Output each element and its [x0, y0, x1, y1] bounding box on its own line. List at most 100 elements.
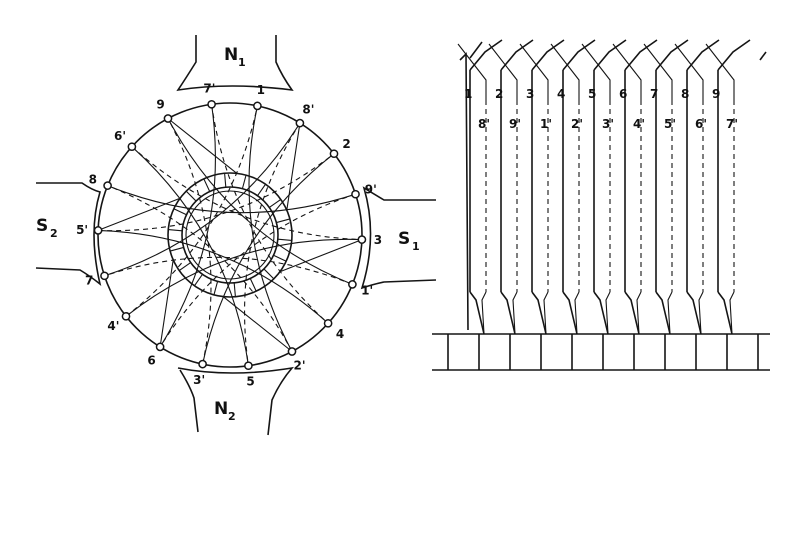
slot-label: 1: [257, 83, 265, 97]
developed-conductors: [457, 39, 767, 335]
coil-side-dashed: [159, 193, 356, 348]
developed-top-label: 8: [681, 87, 689, 101]
slot-label: 4': [107, 319, 119, 333]
commutator-segment-divider: [173, 208, 187, 216]
slot-label: 9: [156, 97, 164, 111]
coil-side-dashed: [98, 153, 335, 232]
armature-outer-circle: [97, 102, 363, 368]
coil-side-solid: [202, 153, 335, 365]
coil-side-dashed: [104, 256, 353, 285]
coil-side-solid: [125, 238, 362, 317]
commutator-segment-divider: [241, 174, 247, 189]
developed-bottom-label: 6': [695, 117, 707, 131]
commutator-segment-divider: [257, 183, 267, 196]
developed-bottom-label: 8': [478, 117, 490, 131]
pole-top-letter: N: [224, 45, 238, 65]
commutator-outer-ring: [167, 172, 293, 298]
end-connection: [279, 239, 363, 273]
slot-label: 5: [246, 375, 254, 389]
slot-terminal-marker: [295, 118, 305, 128]
coil-sides-solid: [97, 104, 363, 366]
slot-terminal-marker: [287, 347, 297, 356]
top-end-connection: [593, 39, 627, 71]
slot-terminal-marker: [348, 280, 357, 289]
commutator-segment-divider: [168, 229, 183, 232]
bottom-connection-dashed: [667, 291, 673, 335]
coil-side-dashed: [211, 104, 329, 324]
commutator-segments: [168, 173, 292, 297]
slot-terminal-marker: [127, 142, 137, 152]
slot-label: 7': [203, 81, 215, 95]
slot-label: 6: [147, 354, 155, 368]
coil-side-dashed: [244, 122, 301, 366]
top-end-connection: [655, 39, 689, 71]
developed-bottom-label: 3': [602, 117, 614, 131]
coil-side-solid: [131, 146, 249, 366]
slot-label: 8': [302, 103, 314, 117]
top-end-connection-return: [643, 43, 673, 100]
top-end-connection: [624, 39, 658, 71]
slot-terminal-marker: [323, 318, 333, 328]
slot-terminal-marker: [329, 149, 339, 159]
slot-terminal-marker: [198, 359, 207, 369]
bottom-connection-solid: [531, 291, 547, 335]
coil-side-solid: [159, 104, 216, 348]
bottom-connection-solid: [655, 291, 671, 335]
end-connection: [159, 259, 174, 347]
developed-top-label: 7: [650, 87, 658, 101]
slot-terminal-marker: [357, 235, 367, 244]
lead-out-top: [759, 51, 767, 61]
bottom-connection-dashed: [698, 291, 704, 335]
slot-terminal-marker: [163, 114, 173, 123]
pole-top-subscript: 1: [238, 56, 246, 69]
pole-right-shoe: [360, 186, 437, 290]
top-end-connection-return: [519, 43, 549, 100]
bottom-connection-dashed: [636, 291, 642, 335]
pole-right-subscript: 1: [412, 240, 420, 253]
commutator-segment-divider: [233, 282, 236, 297]
developed-bottom-label: 2': [571, 117, 583, 131]
top-end-connection: [500, 39, 534, 71]
top-end-connection: [717, 39, 751, 71]
top-end-connection-return: [705, 43, 735, 100]
pole-right: S 1: [360, 186, 437, 290]
slot-terminal-marker: [155, 342, 165, 352]
shaft-circle: [185, 190, 275, 280]
developed-top-label: 3: [526, 87, 534, 101]
commutator-segment-divider: [193, 274, 203, 287]
pole-bottom-letter: N: [214, 399, 228, 419]
coil-side-solid: [248, 105, 293, 352]
commutator-segment-divider: [178, 262, 191, 272]
slot-terminal-marker: [121, 311, 131, 321]
top-end-connection: [531, 39, 565, 71]
commutator-segment-divider: [213, 281, 219, 296]
end-connection: [286, 123, 301, 211]
commutator-segment-divider: [263, 268, 275, 280]
slot-label: 9': [365, 182, 377, 196]
slot-label: 7: [85, 274, 93, 288]
commutator-segment-divider: [224, 173, 227, 188]
developed-bottom-label: 5': [664, 117, 676, 131]
slot-label: 8: [89, 173, 97, 187]
end-connection: [222, 296, 293, 352]
slot-label: 5': [76, 223, 88, 237]
slot-label: 3: [374, 233, 382, 247]
coil-side-solid: [107, 185, 356, 214]
bottom-connection-dashed: [574, 291, 580, 335]
bottom-connection-solid: [562, 291, 578, 335]
slot-terminal-marker: [100, 271, 109, 281]
pole-bottom-subscript: 2: [228, 410, 236, 423]
slot-label: 2': [293, 359, 305, 373]
developed-top-label: 1: [464, 87, 472, 101]
slot-label: 4: [336, 327, 344, 341]
developed-top-label: 2: [495, 87, 503, 101]
top-end-connection-return: [581, 43, 611, 100]
top-end-connection-return: [550, 43, 580, 100]
developed-top-label: 5: [588, 87, 596, 101]
slot-terminal-marker: [244, 361, 253, 371]
commutator-segment-divider: [273, 254, 287, 262]
